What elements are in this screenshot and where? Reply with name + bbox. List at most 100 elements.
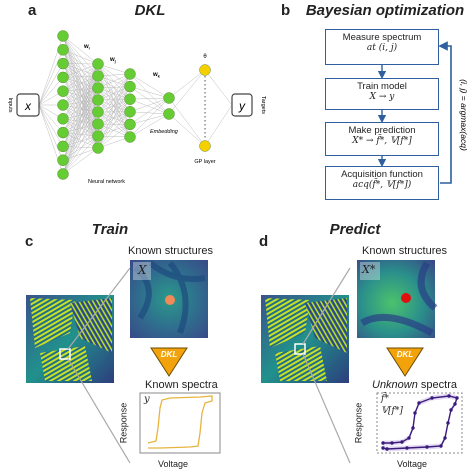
network-edge <box>62 91 99 125</box>
domain-stripes-2 <box>70 298 112 353</box>
network-edge <box>129 86 170 99</box>
network-edge <box>129 86 170 115</box>
zoom-line-top <box>67 267 131 350</box>
network-node <box>124 68 136 80</box>
network-edge <box>62 63 99 106</box>
network-edge <box>62 118 99 137</box>
network-edge <box>62 63 99 119</box>
zoom-texture <box>133 260 206 335</box>
domain-stripes-1 <box>30 298 75 348</box>
panel-d-dkl-badge: DKL <box>396 350 414 359</box>
domain-stripes-1 <box>265 298 310 348</box>
panel-c-structure-symbol: X <box>138 263 147 277</box>
dkl-triangle <box>150 347 188 377</box>
network-edge <box>62 104 99 137</box>
network-node <box>57 44 69 56</box>
network-edge <box>62 91 99 113</box>
weight-label-1: wi <box>83 44 90 51</box>
network-node <box>57 30 69 42</box>
panel-c-letter: c <box>25 233 34 250</box>
predicted-point <box>385 447 389 451</box>
panel-a-letter: a <box>28 2 37 19</box>
network-edge <box>62 75 99 161</box>
network-edge <box>62 111 99 147</box>
network-node <box>124 93 136 105</box>
network-edge <box>129 97 170 100</box>
network-edge <box>62 49 99 77</box>
unknown-word: Unknown <box>372 379 418 391</box>
flow-step-predict-title: Make prediction <box>348 125 416 136</box>
network-edge <box>62 49 99 65</box>
network-edge <box>62 104 99 149</box>
weight-label-3: wk <box>152 72 161 79</box>
network-node <box>92 130 104 142</box>
network-edge <box>62 99 99 147</box>
network-node <box>124 80 136 93</box>
flow-step-predict-math: X* → f̄*, 𝕍[f*] <box>352 136 412 146</box>
predicted-point <box>413 411 417 415</box>
network-edge <box>62 147 99 175</box>
network-edge <box>62 87 99 161</box>
predicted-point <box>453 402 457 406</box>
network-edge <box>97 75 131 100</box>
inputs-label: Inputs <box>7 98 13 113</box>
panel-b-title: Bayesian optimization <box>305 2 465 19</box>
selected-patch <box>59 348 71 360</box>
flow-step-predict: Make prediction X* → f̄*, 𝕍[f*] <box>325 122 439 156</box>
network-edge <box>62 63 99 101</box>
network-edge <box>62 111 99 175</box>
input-box <box>16 93 40 117</box>
domain-stripes-3 <box>275 346 327 381</box>
flow-step-train-math: X → y <box>369 92 395 102</box>
selected-patch <box>294 343 306 355</box>
domain-stripes-3 <box>40 346 92 381</box>
symbol-backdrop <box>133 262 151 280</box>
flow-step-acquisition-math: acq(f̄*, 𝕍[f*]) <box>352 180 412 190</box>
predicted-point <box>381 446 385 450</box>
network-edge <box>62 63 99 133</box>
network-edge <box>62 87 99 119</box>
network-edge <box>62 77 99 113</box>
input-edge <box>38 49 64 106</box>
predicted-point <box>400 440 404 444</box>
flow-step-measure: Measure spectrum at (i, j) <box>325 29 439 65</box>
panel-d-graphic <box>261 260 463 464</box>
network-edge <box>62 35 99 65</box>
gp-layer-label: GP layer <box>194 159 215 165</box>
network-edge <box>62 35 99 137</box>
network-node <box>163 108 175 120</box>
panel-d-variance-symbol: 𝕍[f*] <box>381 406 403 416</box>
predicted-point <box>405 446 409 450</box>
network-edge <box>62 87 99 106</box>
network-edge <box>97 87 131 138</box>
symbol-backdrop <box>360 262 380 280</box>
network-edge <box>97 75 131 125</box>
panel-d-unknown-spectra: Unknown spectra <box>372 379 457 391</box>
predicted-points <box>381 394 459 451</box>
gp-node <box>199 140 211 152</box>
network-edge <box>129 98 170 115</box>
network-edge <box>62 49 99 113</box>
network-edge <box>62 118 99 125</box>
network-edge <box>97 87 131 112</box>
predicted-point <box>449 408 453 412</box>
network-node <box>57 126 69 139</box>
predicted-point <box>417 401 421 405</box>
network-edge <box>97 111 131 149</box>
network-node <box>92 106 104 118</box>
network-edge <box>129 113 170 125</box>
network-node <box>92 142 104 154</box>
network-edge <box>62 77 99 89</box>
train-marker <box>165 295 175 305</box>
panel-d-title: Predict <box>329 221 381 238</box>
network-edge <box>62 118 99 149</box>
network-node <box>57 113 69 125</box>
network-edge <box>62 77 99 125</box>
network-node <box>124 118 136 131</box>
network-edge <box>62 99 99 175</box>
predicted-point <box>446 421 450 425</box>
network-nodes <box>57 30 211 180</box>
network-edge <box>62 49 99 137</box>
loop-back-arrow <box>438 41 452 184</box>
network-node <box>57 154 69 166</box>
